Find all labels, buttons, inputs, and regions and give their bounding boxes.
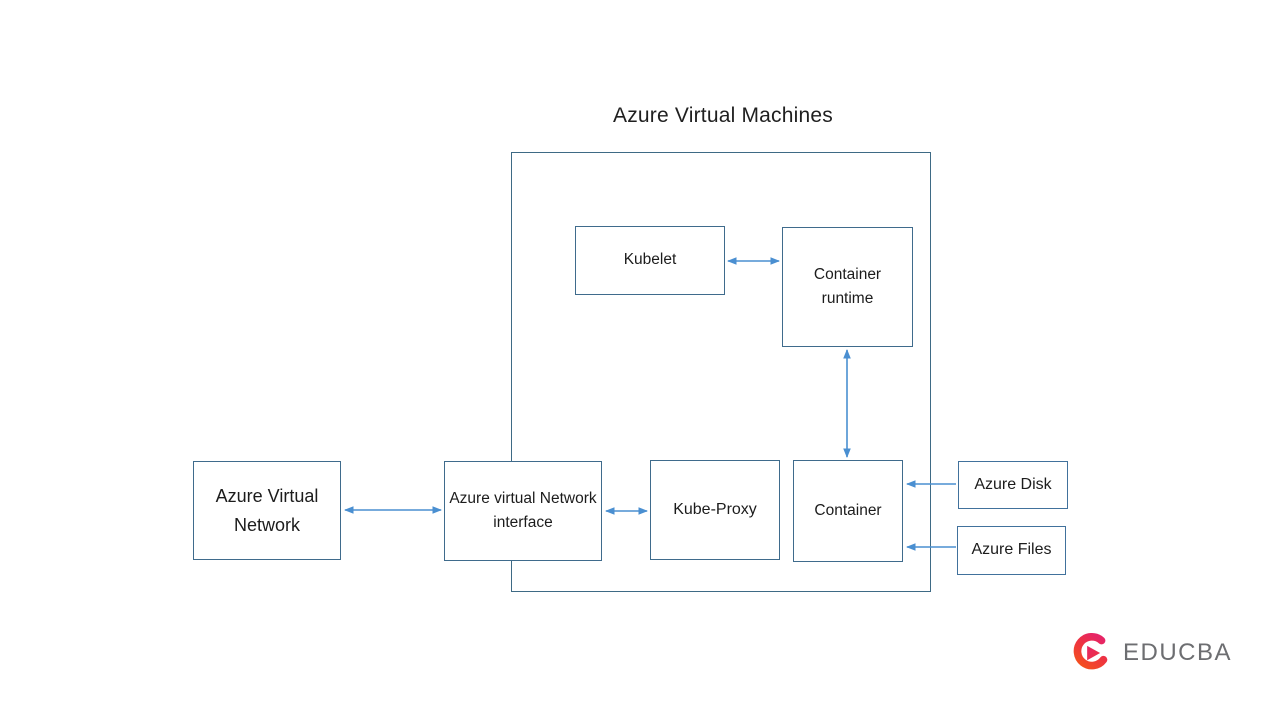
node-kubelet: Kubelet bbox=[575, 226, 725, 295]
educba-logo-text: EDUCBA bbox=[1123, 639, 1233, 666]
node-azure-disk-label: Azure Disk bbox=[974, 475, 1052, 493]
node-azure-files: Azure Files bbox=[957, 526, 1066, 575]
node-kubelet-label: Kubelet bbox=[623, 251, 677, 269]
node-azure-virtual-network: Azure Virtual Network bbox=[193, 461, 341, 560]
node-container-runtime: Container runtime bbox=[782, 227, 913, 347]
node-kube-proxy: Kube-Proxy bbox=[650, 460, 780, 560]
node-azure-disk: Azure Disk bbox=[958, 461, 1068, 509]
educba-logo-icon bbox=[1068, 630, 1114, 676]
node-azure-virtual-network-interface: Azure virtual Network interface bbox=[444, 461, 602, 561]
node-azure-files-label: Azure Files bbox=[971, 541, 1052, 559]
educba-logo: EDUCBA bbox=[1068, 630, 1232, 676]
node-kube-proxy-label: Kube-Proxy bbox=[673, 500, 757, 518]
node-container-label: Container bbox=[814, 501, 882, 519]
node-container-runtime-label: Container runtime bbox=[813, 265, 882, 307]
node-azure-virtual-network-label: Azure Virtual Network bbox=[215, 485, 319, 535]
azure-vm-boundary-box bbox=[511, 152, 931, 592]
node-container: Container bbox=[793, 460, 903, 562]
diagram-title: Azure Virtual Machines bbox=[613, 104, 833, 127]
node-azure-virtual-network-interface-label: Azure virtual Network interface bbox=[449, 489, 597, 531]
